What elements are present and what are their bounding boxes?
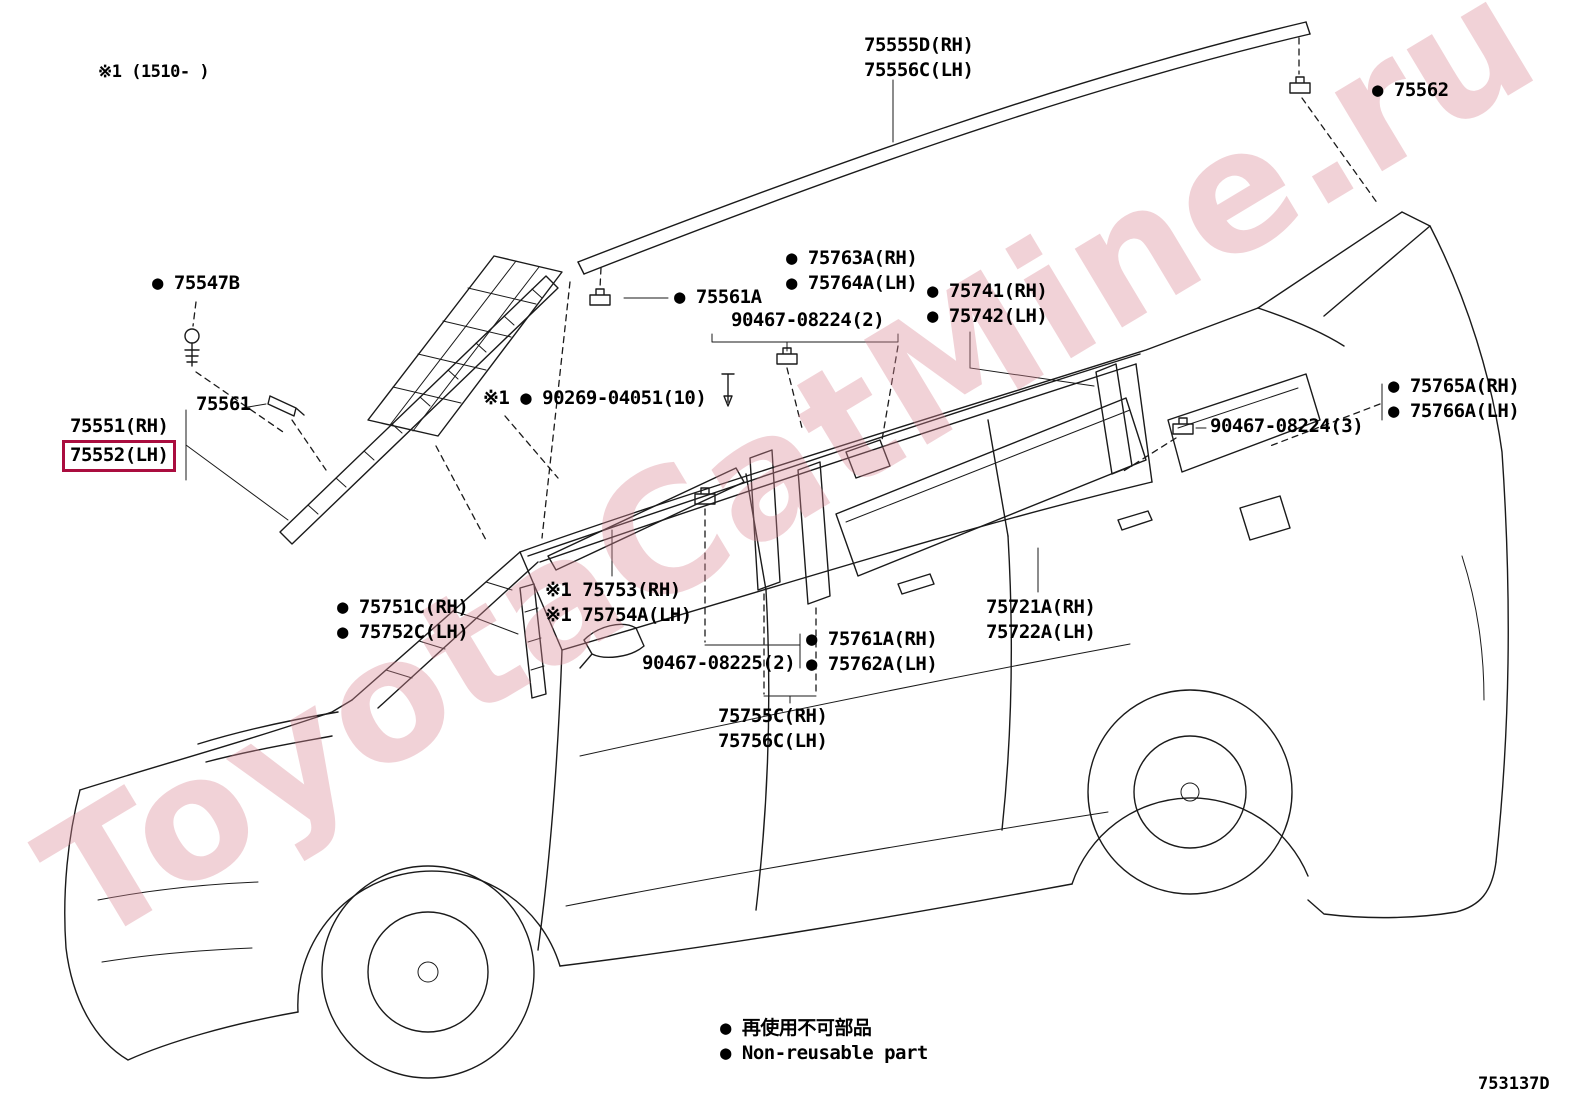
label-pillar-tape: 75755C(RH) 75756C(LH) — [718, 704, 828, 754]
part-number-lh: ● 75764A(LH) — [786, 272, 918, 294]
part-number-lh: ● 75766A(LH) — [1388, 400, 1520, 422]
screw-icon — [184, 328, 200, 367]
leader-lines — [185, 79, 1383, 704]
part-number-rh: ● 75741(RH) — [927, 280, 1048, 302]
part-number-rh: 75721A(RH) — [986, 596, 1096, 618]
legend-non-reusable: ● 再使用不可部品 ● Non-reusable part — [720, 1016, 928, 1066]
center-pillar-garnish-parts — [749, 439, 891, 605]
part-number: 90467-08224(3) — [1210, 415, 1364, 437]
part-number: 75561 — [196, 393, 251, 415]
windshield-moulding-part — [279, 275, 559, 545]
diagram-code: 753137D — [1478, 1074, 1550, 1094]
part-number: ※1 ● 90269-04051(10) — [483, 387, 707, 409]
label-rivet-90269: ※1 ● 90269-04051(10) — [483, 386, 707, 411]
part-number-lh: ● 75742(LH) — [927, 305, 1048, 327]
label-quarter-pillar-garnish: ● 75741(RH) ● 75742(LH) — [927, 279, 1048, 329]
legend-jp: ● 再使用不可部品 — [720, 1017, 872, 1039]
label-rear-quarter-moulding: ● 75765A(RH) ● 75766A(LH) — [1388, 374, 1520, 424]
label-slide-door-window-moulding: 75721A(RH) 75722A(LH) — [986, 595, 1096, 645]
label-pad-front: ● 75763A(RH) ● 75764A(LH) — [786, 246, 918, 296]
label-front-door-moulding: ● 75751C(RH) ● 75752C(LH) — [337, 595, 469, 645]
retainer-pin-icon — [267, 395, 305, 417]
part-number: 90467-08225(2) — [642, 652, 796, 674]
part-number-rh: ● 75751C(RH) — [337, 596, 469, 618]
part-number: 90467-08224(2) — [731, 309, 885, 331]
quarter-pillar-garnish-part — [1095, 363, 1133, 475]
label-front-pillar-garnish: ※1 75753(RH) ※1 75754A(LH) — [545, 578, 692, 628]
part-number-rh: ※1 75753(RH) — [545, 579, 681, 601]
part-number-lh: 75722A(LH) — [986, 621, 1096, 643]
label-roof-drip-moulding: 75555D(RH) 75556C(LH) — [864, 33, 974, 83]
note-applicability: ※1 (1510- ) — [98, 62, 210, 82]
part-number-rh: 75555D(RH) — [864, 34, 974, 56]
label-pad-rear: ● 75761A(RH) ● 75762A(LH) — [806, 627, 938, 677]
part-number: ● 75561A — [674, 286, 762, 308]
roof-drip-moulding-part — [577, 21, 1311, 275]
label-clip-90467-08224-2: 90467-08224(2) — [731, 308, 885, 333]
part-number-lh: ※1 75754A(LH) — [545, 604, 692, 626]
label-clip-75561a: ● 75561A — [674, 285, 762, 310]
front-pillar-garnish-part — [547, 467, 745, 571]
part-number-rh: 75755C(RH) — [718, 705, 828, 727]
label-screw-75547b: ● 75547B — [152, 271, 240, 296]
part-number-lh: 75756C(LH) — [718, 730, 828, 752]
part-number: ● 75562 — [1372, 79, 1449, 101]
part-number-rh: ● 75765A(RH) — [1388, 375, 1520, 397]
part-number-lh: ● 75762A(LH) — [806, 653, 938, 675]
quarter-window-moulding-part — [835, 397, 1147, 577]
front-door-belt-moulding-part — [519, 583, 547, 699]
legend-en: ● Non-reusable part — [720, 1042, 928, 1064]
part-number: ● 75547B — [152, 272, 240, 294]
part-number-rh: ● 75763A(RH) — [786, 247, 918, 269]
label-clip-90467-08224-3: 90467-08224(3) — [1210, 414, 1364, 439]
part-number-rh: ● 75761A(RH) — [806, 628, 938, 650]
highlighted-part-number-lh: 75552(LH) — [62, 440, 177, 472]
part-number-lh: ● 75752C(LH) — [337, 621, 469, 643]
rivet-icon — [721, 373, 735, 407]
alignment-dashed-lines — [192, 37, 1381, 695]
vehicle-body — [64, 211, 1509, 1079]
label-retainer-75561: 75561 — [196, 392, 251, 417]
label-windshield-moulding: 75551(RH) 75552(LH) — [62, 414, 177, 472]
label-clip-75562: ● 75562 — [1372, 78, 1449, 103]
part-number-rh: 75551(RH) — [70, 415, 169, 437]
label-clip-90467-08225-2: 90467-08225(2) — [642, 651, 796, 676]
windshield-glass-part — [367, 255, 563, 437]
part-number-lh: 75556C(LH) — [864, 59, 974, 81]
